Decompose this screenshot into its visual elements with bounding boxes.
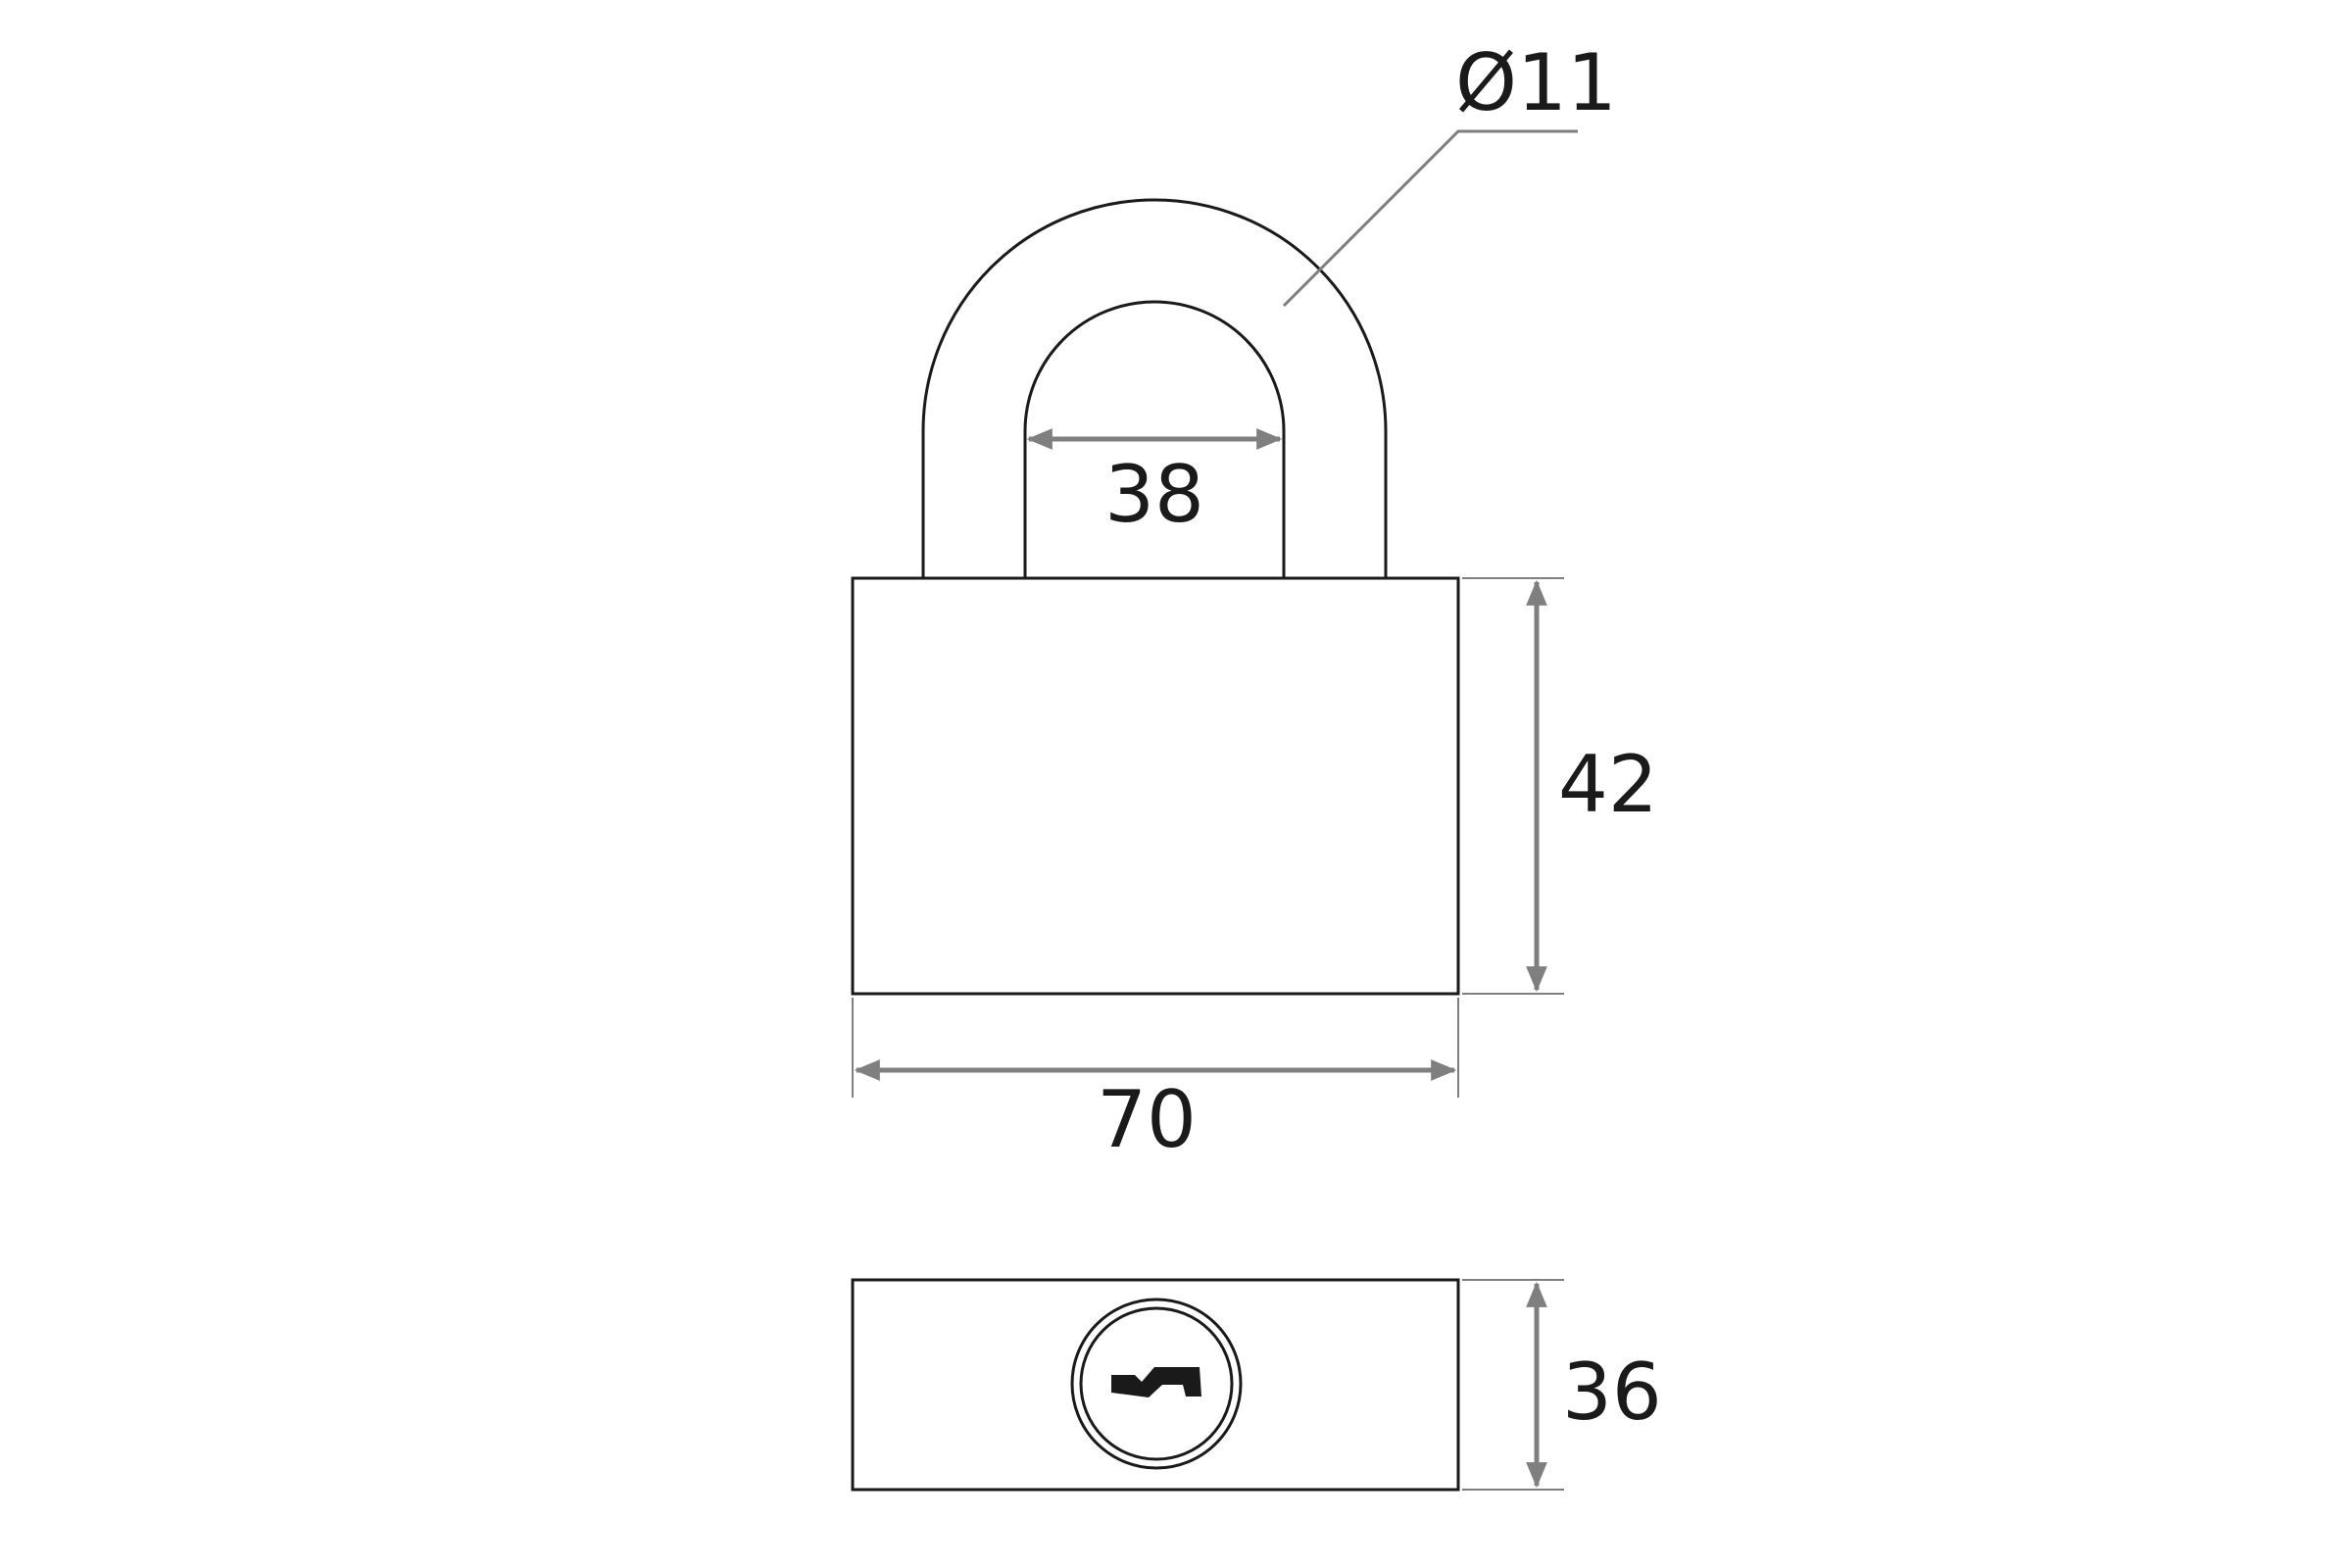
body-height-extension-lines [1462,577,1564,995]
shackle-outer-outline [921,198,1388,578]
padlock-body-bottom [851,1278,1460,1492]
shackle [921,198,1388,578]
keyhole-icon [1070,1298,1243,1470]
shackle-diameter-label: Ø11 [1455,37,1617,128]
body-height-label: 42 [1558,739,1658,830]
leader-line [1282,129,1578,308]
padlock-body-front [851,576,1460,996]
body-thickness-extension-lines [1462,1279,1564,1491]
shackle-diameter-leader [1282,129,1578,308]
body-width-label: 70 [1097,1074,1197,1165]
shackle-clearance-label: 38 [1104,449,1204,540]
keyhole-outer-ring [1070,1298,1243,1470]
shackle-inner-outline [1023,300,1286,578]
keyway-slot [1111,1367,1201,1397]
body-width-extension-lines [852,998,1459,1098]
keyhole-inner-ring [1079,1306,1234,1461]
body-thickness-label: 36 [1562,1347,1662,1438]
